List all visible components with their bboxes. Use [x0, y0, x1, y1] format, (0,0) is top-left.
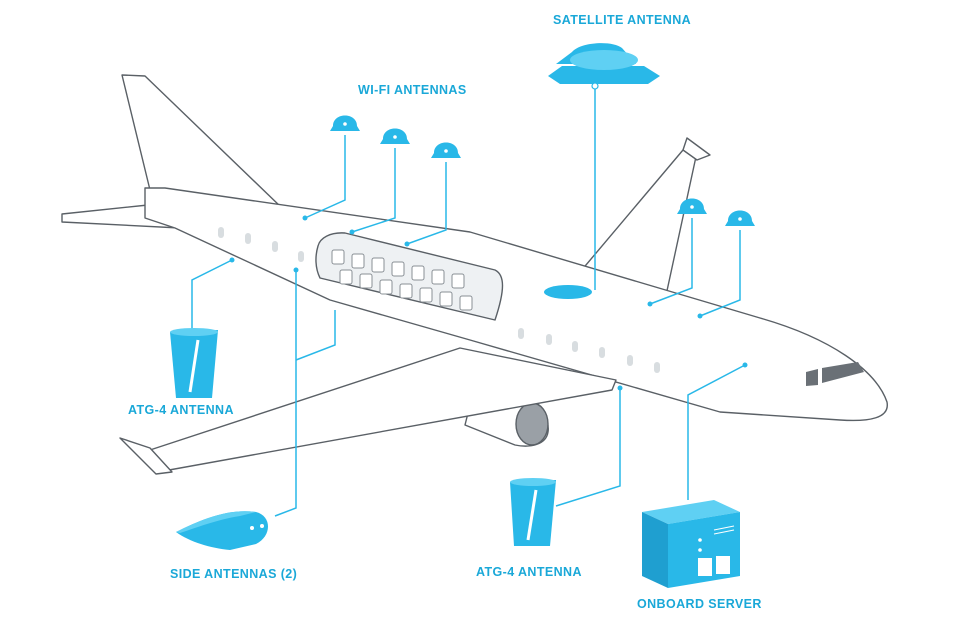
cockpit-window — [806, 369, 818, 386]
cabin-seats — [331, 249, 473, 311]
wifi-antennas-label: WI-FI ANTENNAS — [358, 83, 467, 97]
satellite-antenna-icon — [548, 43, 660, 90]
satellite-antenna-mount — [544, 285, 592, 299]
side-antenna-icon — [176, 511, 268, 550]
onboard-server-label: ONBOARD SERVER — [637, 597, 762, 611]
connector-lines — [191, 88, 746, 517]
satellite-antenna-label: SATELLITE ANTENNA — [553, 13, 692, 27]
atg-antenna-right-icon — [510, 478, 556, 546]
cockpit-window-2 — [822, 362, 864, 383]
atg-antenna-right-label: ATG-4 ANTENNA — [476, 565, 582, 579]
far-winglet — [682, 137, 711, 161]
near-winglet — [119, 437, 173, 475]
engine-intake — [515, 402, 549, 446]
onboard-server-icon — [642, 500, 740, 588]
windows — [218, 227, 660, 373]
atg-antenna-left-label: ATG-4 ANTENNA — [128, 403, 234, 417]
connector-dots — [229, 215, 748, 391]
side-antennas-label: SIDE ANTENNAS (2) — [170, 567, 298, 581]
atg-antenna-left-icon — [170, 328, 218, 398]
